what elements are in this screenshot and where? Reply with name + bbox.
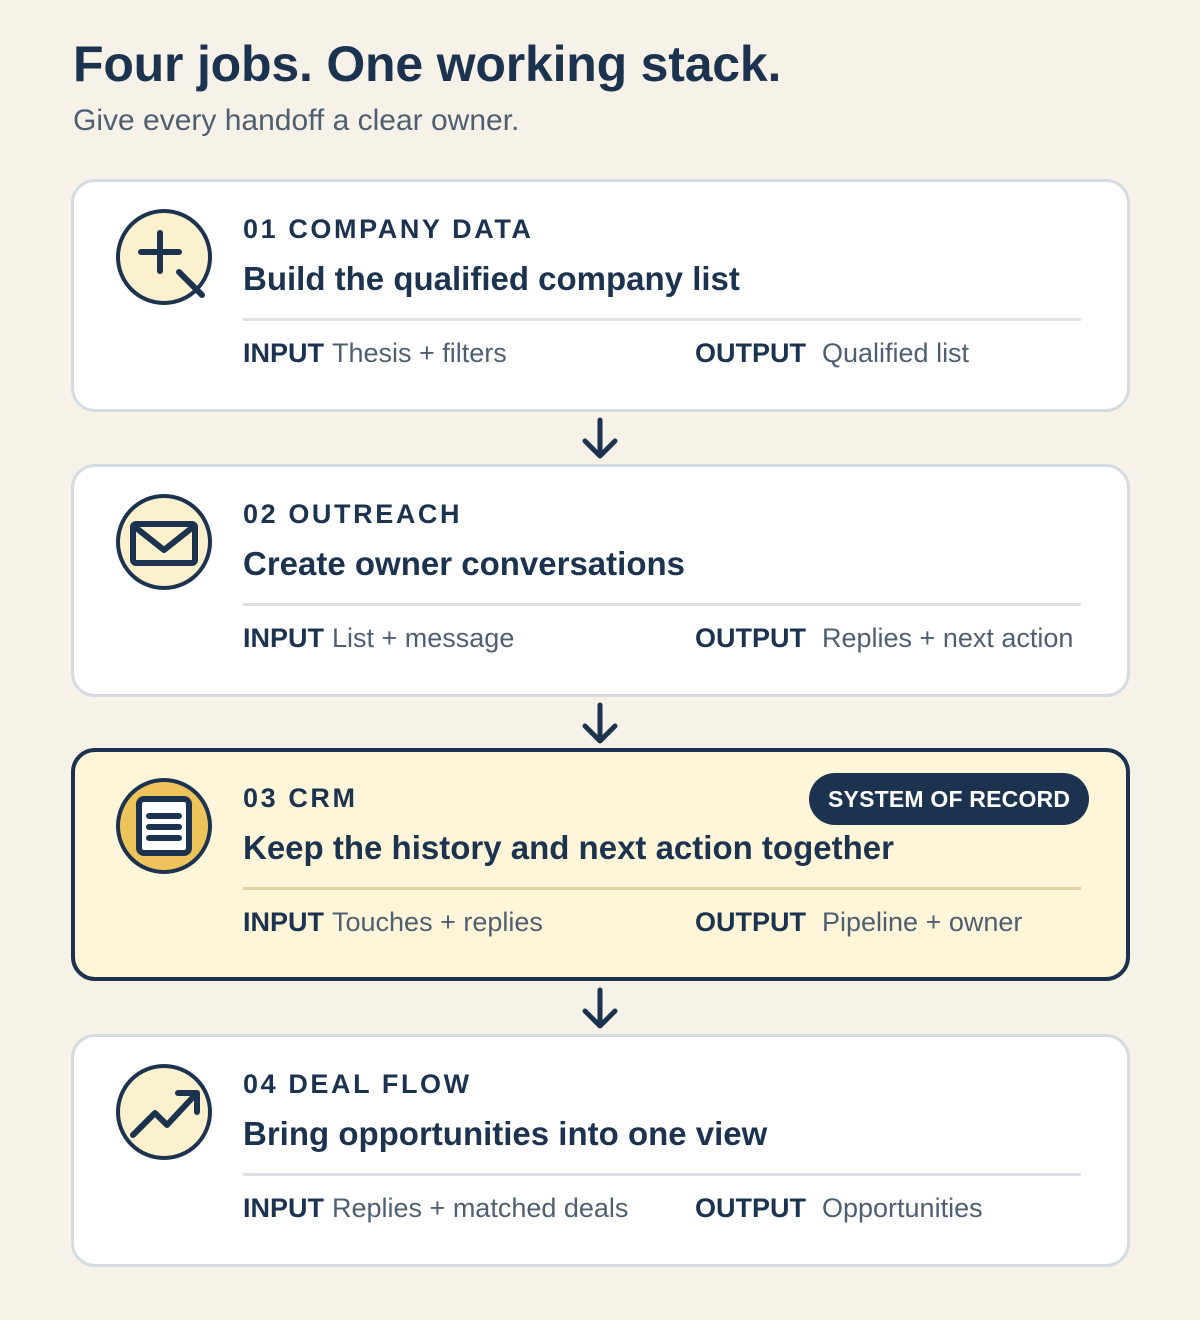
system-of-record-badge: SYSTEM OF RECORD bbox=[809, 773, 1090, 825]
divider bbox=[243, 1173, 1081, 1176]
output-key: OUTPUT bbox=[695, 907, 806, 937]
output-value: Pipeline + owner bbox=[822, 907, 1023, 937]
step-card-deal-flow: 04 DEAL FLOW Bring opportunities into on… bbox=[71, 1034, 1130, 1267]
step-input: INPUT List + message bbox=[243, 622, 514, 654]
step-card-outreach: 02 OUTREACH Create owner conversations I… bbox=[71, 464, 1130, 697]
divider bbox=[243, 603, 1081, 606]
input-key: INPUT bbox=[243, 338, 324, 368]
step-headline: Build the qualified company list bbox=[243, 260, 740, 297]
step-headline: Keep the history and next action togethe… bbox=[243, 829, 894, 866]
output-key: OUTPUT bbox=[695, 1193, 806, 1223]
output-value: Replies + next action bbox=[822, 623, 1074, 653]
step-input: INPUT Thesis + filters bbox=[243, 337, 507, 369]
step-output: OUTPUT Opportunities bbox=[695, 1192, 983, 1224]
step-input: INPUT Replies + matched deals bbox=[243, 1192, 628, 1224]
input-value: Replies + matched deals bbox=[332, 1193, 629, 1223]
search-plus-icon bbox=[116, 209, 212, 305]
step-input: INPUT Touches + replies bbox=[243, 906, 543, 938]
input-value: List + message bbox=[332, 623, 515, 653]
input-value: Thesis + filters bbox=[332, 338, 507, 368]
step-label: 03 CRM bbox=[243, 783, 358, 813]
input-value: Touches + replies bbox=[332, 907, 543, 937]
input-key: INPUT bbox=[243, 1193, 324, 1223]
document-list-icon bbox=[116, 778, 212, 874]
step-label: 01 COMPANY DATA bbox=[243, 214, 534, 244]
output-key: OUTPUT bbox=[695, 338, 806, 368]
output-value: Qualified list bbox=[822, 338, 970, 368]
output-value: Opportunities bbox=[822, 1193, 983, 1223]
divider bbox=[243, 887, 1081, 890]
step-label: 04 DEAL FLOW bbox=[243, 1069, 472, 1099]
input-key: INPUT bbox=[243, 907, 324, 937]
step-card-company-data: 01 COMPANY DATA Build the qualified comp… bbox=[71, 179, 1130, 412]
divider bbox=[243, 318, 1081, 321]
arrow-down-icon bbox=[582, 987, 618, 1029]
step-headline: Bring opportunities into one view bbox=[243, 1115, 768, 1152]
output-key: OUTPUT bbox=[695, 623, 806, 653]
trend-up-icon bbox=[116, 1064, 212, 1160]
input-key: INPUT bbox=[243, 623, 324, 653]
arrow-down-icon bbox=[582, 702, 618, 744]
arrow-down-icon bbox=[582, 417, 618, 459]
step-output: OUTPUT Pipeline + owner bbox=[695, 906, 1022, 938]
step-card-crm: 03 CRM SYSTEM OF RECORD Keep the history… bbox=[71, 748, 1130, 981]
page-title: Four jobs. One working stack. bbox=[73, 36, 782, 92]
step-headline: Create owner conversations bbox=[243, 545, 685, 582]
step-output: OUTPUT Replies + next action bbox=[695, 622, 1073, 654]
page-subtitle: Give every handoff a clear owner. bbox=[73, 104, 520, 137]
step-label: 02 OUTREACH bbox=[243, 499, 463, 529]
envelope-icon bbox=[116, 494, 212, 590]
step-output: OUTPUT Qualified list bbox=[695, 337, 969, 369]
